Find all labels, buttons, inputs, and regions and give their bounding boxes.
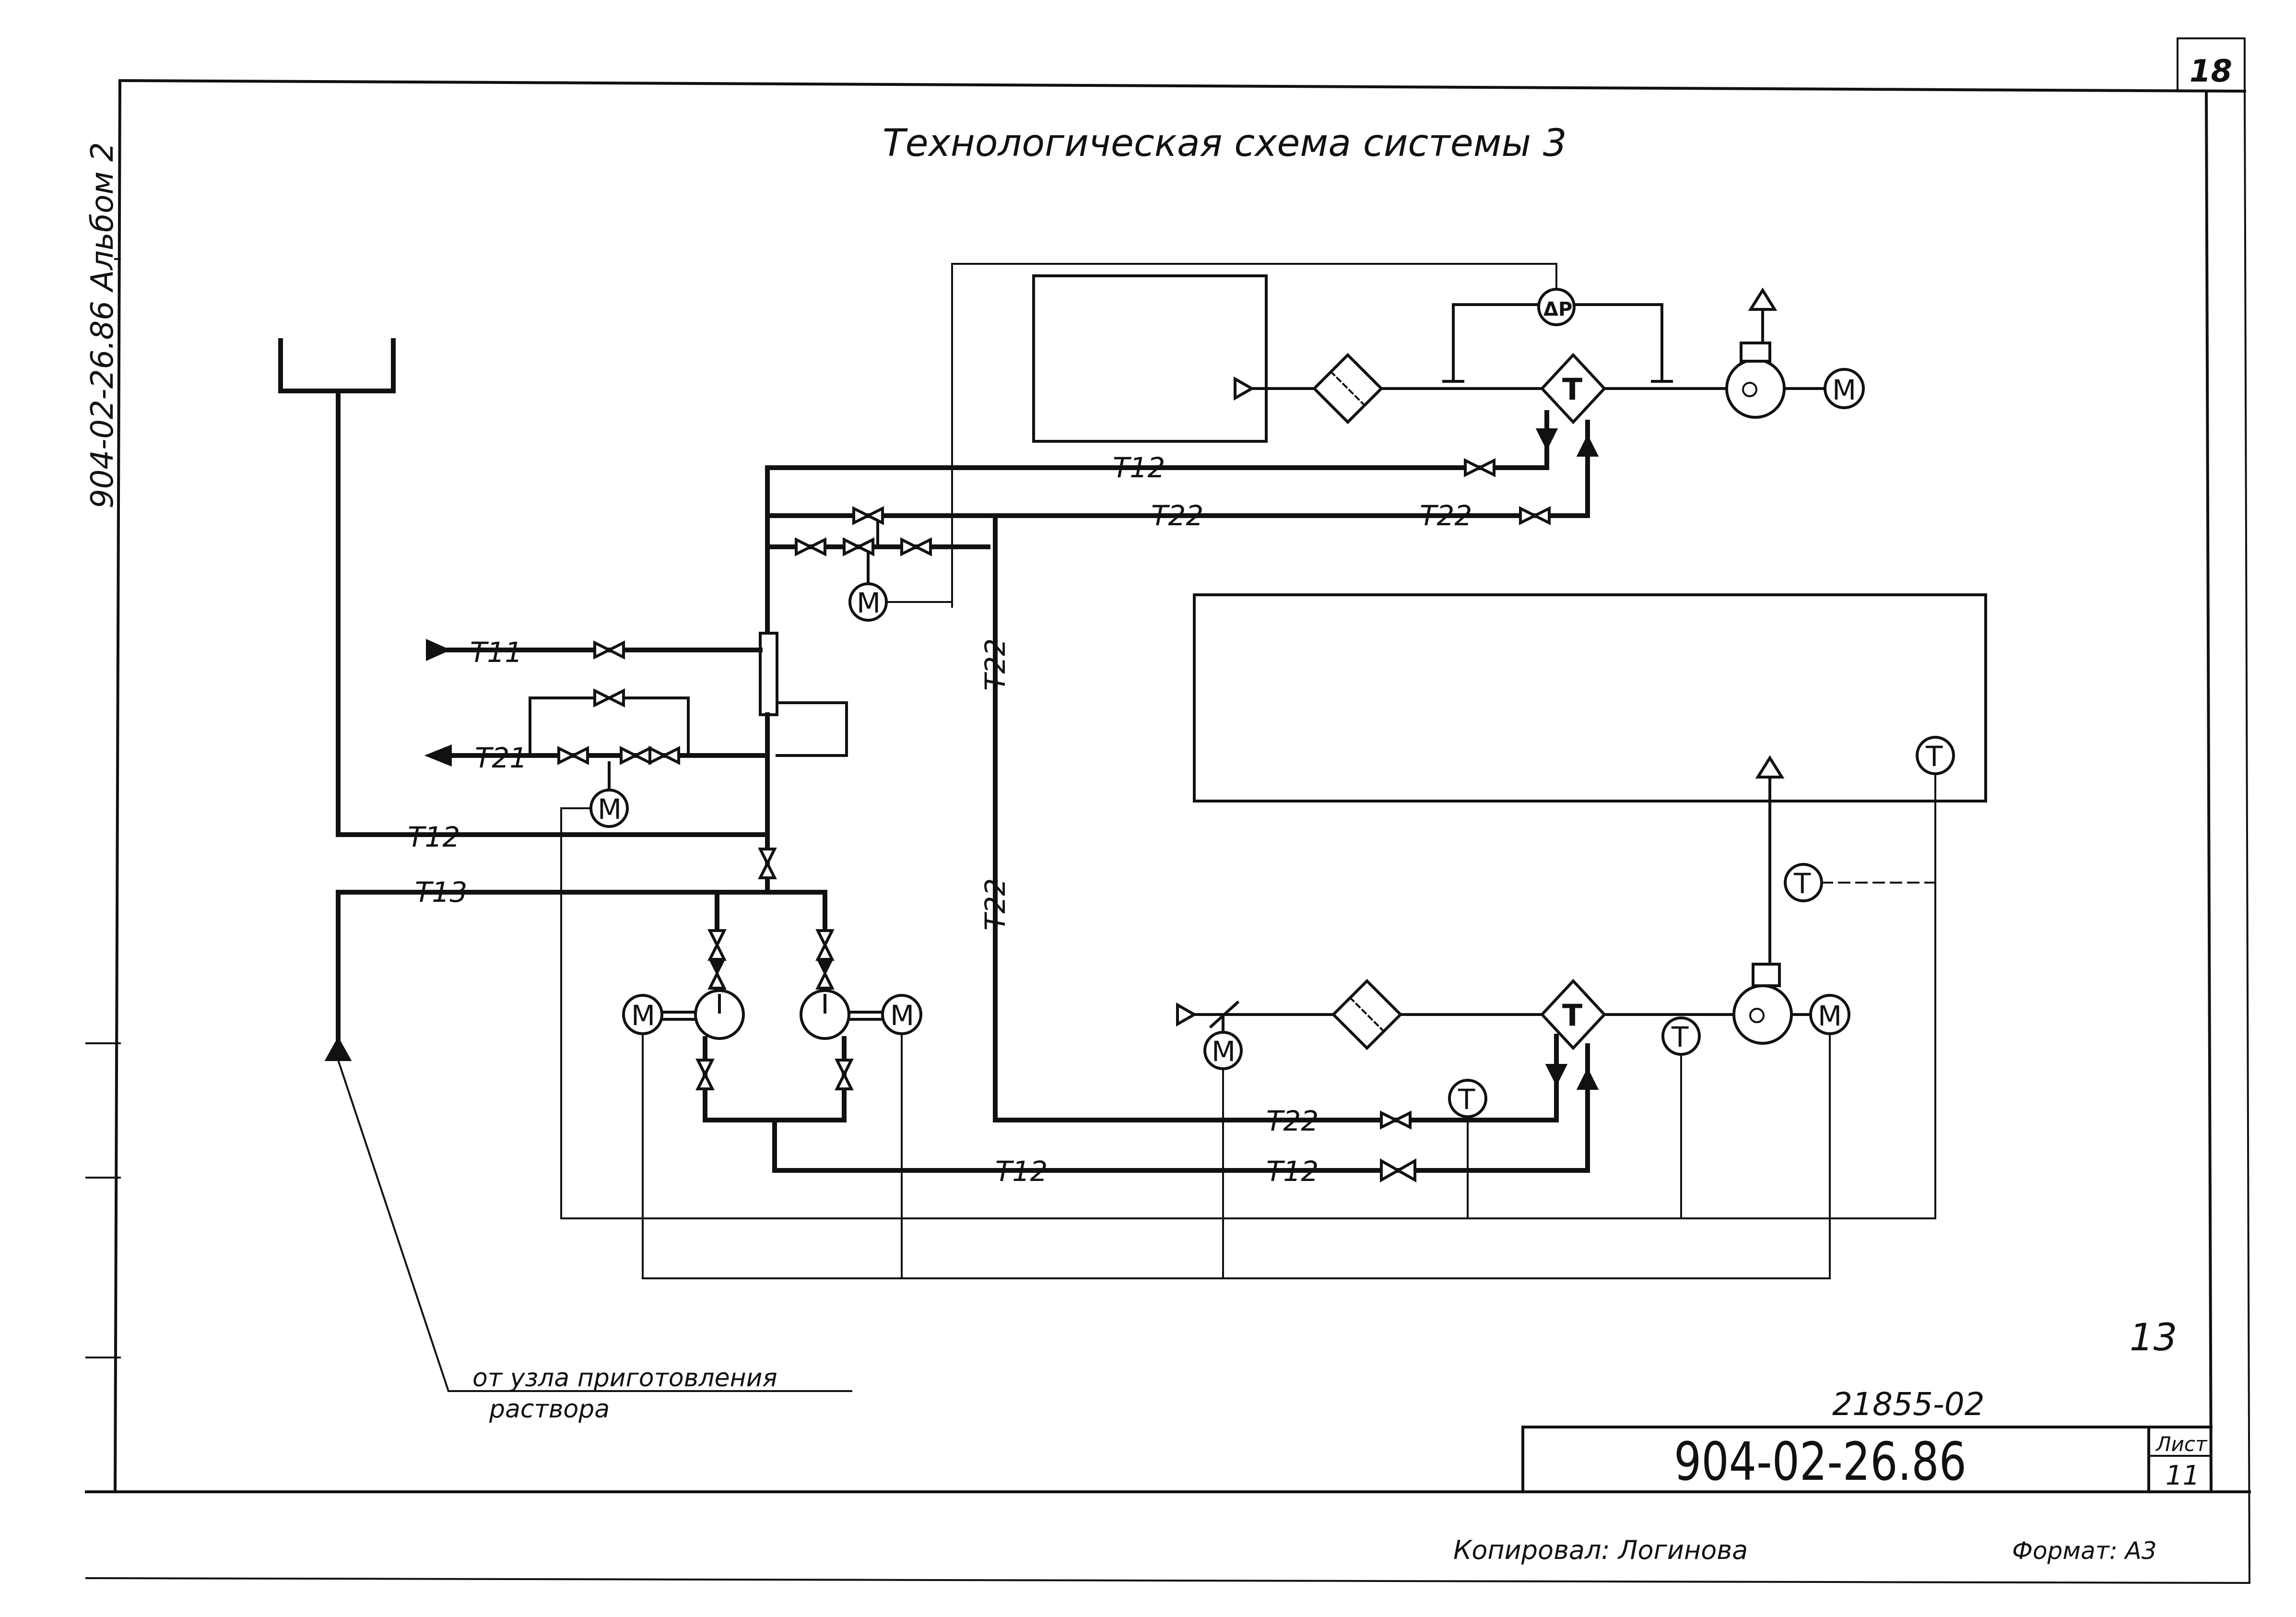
air-handler-2: M T T M T T xyxy=(560,593,1987,1279)
manifold xyxy=(759,632,848,890)
sheet-frame xyxy=(85,37,2251,1584)
valve-t12-bottom xyxy=(1380,1158,1401,1183)
pump-group: M M xyxy=(622,890,922,1173)
return-arrow-2 xyxy=(1576,1067,1599,1090)
corner-sheet-number: 18 xyxy=(2190,54,2232,89)
pipe-label-t12-bottom-b: Т12 xyxy=(1266,1155,1319,1188)
air-intake-2 xyxy=(1176,1002,1198,1027)
list-label: Лист xyxy=(2155,1432,2208,1456)
pipe-label-t22-vert-b: Т22 xyxy=(979,878,1012,931)
pump-1 xyxy=(694,989,745,1040)
pipe-label-t11: Т11 xyxy=(470,636,522,669)
t21-arrow xyxy=(424,744,452,767)
mixing-valve-2 xyxy=(620,746,639,765)
exhaust-arrow-2 xyxy=(1755,755,1785,779)
pipe-label-t21: Т21 xyxy=(475,742,527,774)
dp-gauge xyxy=(1537,288,1576,326)
fan-1-outlet xyxy=(1740,342,1771,363)
tank xyxy=(278,338,770,837)
pipe-label-t22-top-b: Т22 xyxy=(1420,499,1472,532)
pipe-label-t12-left: Т12 xyxy=(408,821,460,853)
manifold-body xyxy=(759,632,778,716)
air-handler-2-casing xyxy=(1193,593,1987,803)
fan-1-motor-label: M xyxy=(1832,374,1856,406)
pipe-label-t12-top: Т12 xyxy=(1113,451,1165,484)
mixing-valve-1: M xyxy=(765,506,990,622)
side-text: 904-02-26.86 Альбом 2 xyxy=(85,142,120,508)
supply-arrow-1 xyxy=(1535,428,1558,451)
source-note-line1: от узла приготовления xyxy=(472,1364,777,1393)
thermo-sensor-air-label: T xyxy=(1671,1021,1689,1053)
damper-motor-label: M xyxy=(1212,1035,1236,1068)
supply-arrow-2 xyxy=(1545,1064,1568,1086)
fan-2-outlet xyxy=(1752,963,1781,987)
heat-exchanger-2 xyxy=(1540,979,1607,1050)
thermo-sensor-room-label: T xyxy=(1925,740,1943,773)
dp-gauge-label: ΔP xyxy=(1543,298,1572,320)
thermo-sensor-t22-label: T xyxy=(1458,1083,1475,1116)
valve-t11 xyxy=(593,640,612,660)
document-code: 904-02-26.86 xyxy=(1674,1431,1966,1492)
pipe-label-t22-top-a: Т22 xyxy=(1151,499,1203,532)
return-arrow-1 xyxy=(1576,434,1599,457)
pipe-label-t22-bottom: Т22 xyxy=(1266,1105,1319,1137)
archive-number: 21855-02 xyxy=(1832,1386,1985,1423)
pipe-label-t12-bottom-a: Т12 xyxy=(995,1155,1048,1188)
mixing-valve-1-motor-label: M xyxy=(857,587,881,619)
air-handler-1-casing xyxy=(1032,274,1268,443)
page-mark: 13 xyxy=(2130,1316,2177,1359)
page-title: Технологическая схема системы 3 xyxy=(883,122,1567,165)
heat-exchanger-1-label: T xyxy=(1562,372,1582,407)
copied-by: Копировал: Логинова xyxy=(1453,1535,1748,1565)
pipe-label-t13: Т13 xyxy=(415,876,467,909)
exhaust-arrow-1 xyxy=(1748,287,1778,311)
pump-2 xyxy=(800,989,850,1040)
format-label: Формат: А3 xyxy=(2012,1537,2157,1565)
pipe-label-t22-vert-a: Т22 xyxy=(979,638,1012,691)
valve-t22-top xyxy=(1519,506,1538,525)
heat-exchanger-1 xyxy=(1540,353,1607,425)
valve-t12-top xyxy=(1464,458,1483,477)
source-note-line2: раствора xyxy=(489,1395,610,1424)
title-block xyxy=(1521,1426,2213,1493)
mixing-valve-2-motor-label: M xyxy=(598,793,622,826)
air-intake-1 xyxy=(1234,376,1255,401)
valve-t22-bottom xyxy=(1380,1110,1399,1130)
heat-exchanger-2-label: T xyxy=(1562,998,1582,1033)
fan-2-motor-label: M xyxy=(1818,1000,1842,1032)
valve-main-vertical xyxy=(758,848,777,867)
valve-bypass xyxy=(593,688,612,708)
list-number: 11 xyxy=(2166,1460,2200,1491)
thermo-sensor-exhaust-label: T xyxy=(1793,867,1811,900)
air-filter-1 xyxy=(1312,353,1384,425)
t11-arrow xyxy=(426,638,451,661)
pump-1-motor-label: M xyxy=(631,999,655,1032)
air-handler-1: T ΔP M xyxy=(765,263,1865,636)
pump-2-motor-label: M xyxy=(890,999,914,1032)
t13-arrow xyxy=(324,1036,352,1061)
air-filter-2 xyxy=(1331,979,1403,1050)
fan-1-motor xyxy=(1824,368,1865,409)
